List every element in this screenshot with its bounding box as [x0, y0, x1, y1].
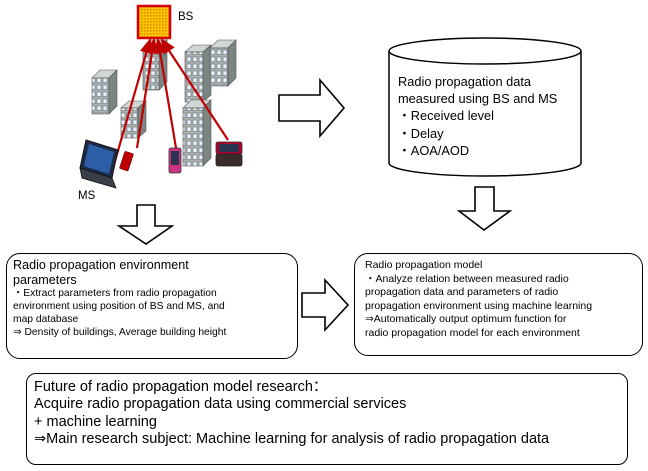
env-box-line: environment using position of BS and MS,…	[13, 301, 225, 312]
base-station-icon	[136, 4, 172, 40]
env-box-line: ・Extract parameters from radio propagati…	[13, 288, 217, 299]
database-item: ・AOA/AOD	[398, 142, 470, 158]
laptop-icon	[79, 139, 119, 189]
model-box-line: radio propagation model for each environ…	[365, 326, 580, 339]
phone-icon	[168, 147, 182, 174]
arrow-right-mid	[301, 277, 350, 333]
signal-paths	[111, 37, 229, 169]
building-icon	[91, 69, 118, 115]
model-box-title: Radio propagation model	[365, 259, 483, 271]
model-box-line: ・Analyze relation between measured radio	[365, 272, 569, 285]
database-text: Radio propagation data measured using BS…	[398, 73, 557, 159]
database-line: Radio propagation data	[398, 74, 532, 89]
database-item: ・Received level	[398, 108, 495, 124]
future-box-line: ⇒Main research subject: Machine learning…	[34, 430, 550, 447]
model-box-line: propagation environment using machine le…	[365, 299, 593, 312]
database-item: ・Delay	[398, 125, 444, 141]
model-box-line: propagation data and parameters of radio	[365, 286, 559, 299]
env-box-title: parameters	[13, 272, 77, 287]
arrow-right-top	[278, 77, 346, 139]
env-box-title: Radio propagation environment	[13, 258, 189, 272]
building-icon	[209, 39, 237, 87]
bs-label: BS	[178, 11, 194, 23]
propagation-model-box: Radio propagation model ・Analyze relatio…	[354, 253, 643, 356]
future-box-line: Future of radio propagation model resear…	[34, 379, 328, 395]
database-line: measured using BS and MS	[398, 91, 558, 107]
arrow-down-right	[456, 186, 513, 231]
env-box-line: map database	[13, 314, 79, 325]
model-box-line: ⇒Automatically output optimum function f…	[365, 313, 567, 326]
future-box-line: Acquire radio propagation data using com…	[34, 396, 407, 413]
ms-label: MS	[78, 190, 96, 202]
building-icon	[184, 44, 212, 103]
arrow-down-left	[116, 204, 175, 245]
future-research-box: Future of radio propagation model resear…	[26, 373, 628, 465]
database-cylinder	[388, 37, 582, 177]
env-box-line: ⇒ Density of buildings, Average building…	[13, 327, 227, 338]
phone-icon	[215, 141, 243, 167]
building-icon	[182, 99, 212, 167]
future-box-line: + machine learning	[34, 413, 157, 430]
phone-icon	[119, 151, 134, 172]
environment-parameters-box: Radio propagation environment parameters…	[6, 253, 298, 359]
